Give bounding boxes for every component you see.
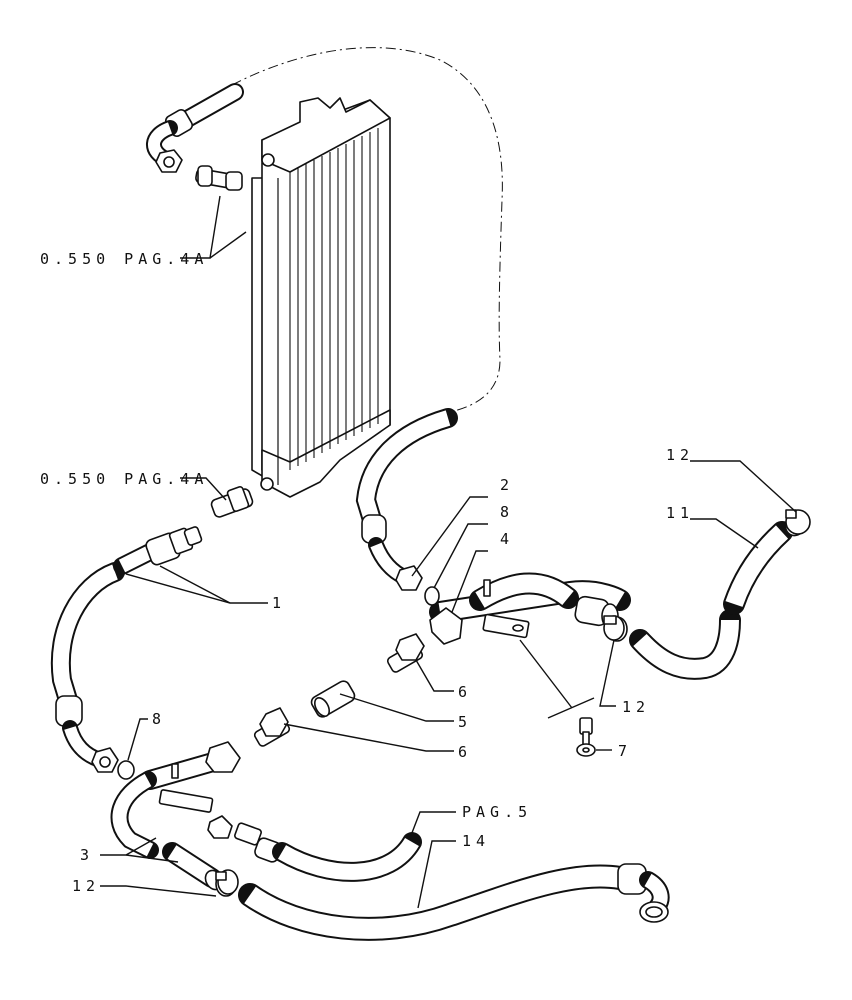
right-upper-hose bbox=[355, 408, 458, 591]
callout-6-upper: 6 bbox=[458, 683, 472, 701]
callout-5: 5 bbox=[458, 713, 472, 731]
callout-14: 14 bbox=[462, 832, 490, 850]
callout-3: 3 bbox=[80, 846, 94, 864]
callout-1: 1 bbox=[272, 594, 286, 612]
callout-12-bottom-left: 12 bbox=[72, 877, 100, 895]
right-manifold-tube bbox=[429, 572, 631, 645]
connection-dashdot-line bbox=[231, 47, 503, 413]
bolt-and-washer bbox=[576, 717, 596, 757]
left-long-hose bbox=[50, 526, 203, 773]
callout-6-lower: 6 bbox=[458, 743, 472, 761]
lower-adapter-fitting bbox=[210, 485, 254, 518]
adapter-fitting-lower bbox=[253, 707, 291, 747]
left-manifold-tube bbox=[110, 741, 282, 863]
callout-7: 7 bbox=[618, 742, 632, 760]
callout-12-top-right: 12 bbox=[666, 446, 694, 464]
coupling-sleeve bbox=[310, 680, 356, 718]
hose-to-pag5 bbox=[272, 832, 422, 882]
hose-clamp-lower-left bbox=[215, 869, 239, 895]
top-return-hose bbox=[146, 83, 244, 173]
callout-2: 2 bbox=[500, 476, 514, 494]
callout-8-left: 8 bbox=[152, 710, 166, 728]
adapter-fitting-upper bbox=[386, 633, 425, 673]
hose-clamp-top-right bbox=[785, 509, 811, 535]
callout-12-right: 12 bbox=[622, 698, 650, 716]
leader-lines bbox=[100, 195, 797, 909]
part-labels: 0.550 PAG.4A 0.550 PAG.4A 1 2 8 4 12 11 … bbox=[40, 250, 694, 895]
callout-8-right: 8 bbox=[500, 503, 514, 521]
oil-cooler-radiator bbox=[251, 97, 391, 498]
o-ring-8-right bbox=[424, 586, 440, 606]
right-curved-hose bbox=[629, 511, 808, 680]
upper-elbow-fitting bbox=[195, 165, 243, 191]
hose-clamp-right bbox=[603, 615, 625, 641]
long-bottom-hose bbox=[238, 863, 670, 941]
o-ring-8-left bbox=[117, 760, 135, 780]
ref-label-lower: 0.550 PAG.4A bbox=[40, 470, 208, 488]
ref-label-pag5: PAG.5 bbox=[462, 803, 532, 821]
ref-label-upper: 0.550 PAG.4A bbox=[40, 250, 208, 268]
callout-11: 11 bbox=[666, 504, 694, 522]
callout-4: 4 bbox=[500, 530, 514, 548]
